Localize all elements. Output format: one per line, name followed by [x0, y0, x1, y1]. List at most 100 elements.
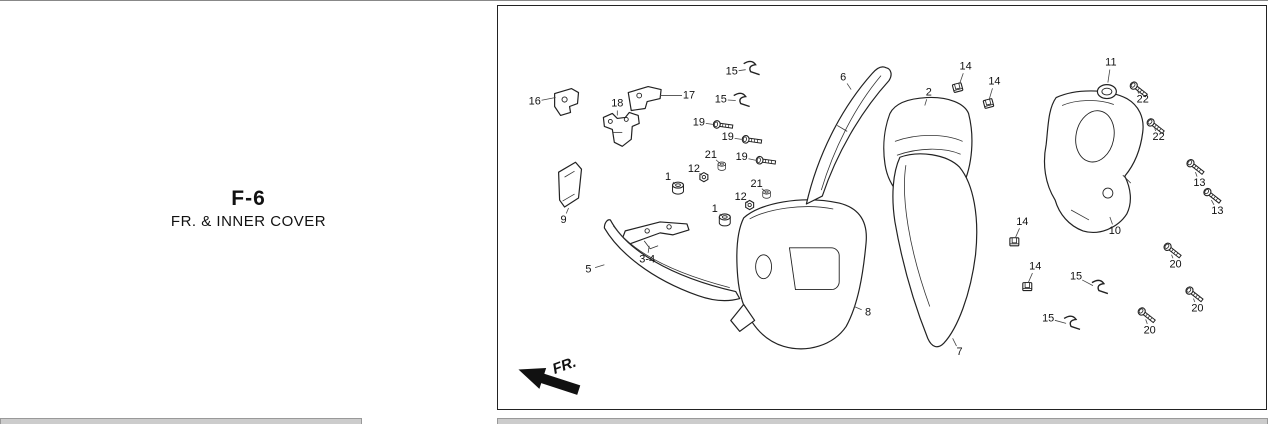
callout-leader-line: [1195, 172, 1198, 177]
callout-leader-line: [1145, 319, 1148, 324]
part-1-grommet-shape: [718, 213, 731, 227]
callout-leader-line: [748, 158, 756, 161]
callout-leader-line: [846, 83, 852, 90]
part-15-clip-shape: [742, 60, 761, 76]
callout-leader-line: [647, 245, 650, 253]
part-7-cover-shape: [892, 153, 978, 348]
callout-leader-line: [989, 88, 993, 99]
callout-leader-line: [1107, 69, 1111, 83]
part-callout-15: 15: [1042, 312, 1054, 324]
callout-leader-line: [727, 99, 736, 101]
part-callout-19: 19: [722, 131, 734, 143]
part-callout-6: 6: [840, 72, 846, 84]
callout-leader-line: [1137, 91, 1140, 94]
callout-leader-line: [699, 173, 703, 176]
callout-leader-line: [959, 73, 964, 84]
part-14-clip-shape: [1009, 237, 1020, 247]
figure-title: FR. & INNER COVER: [170, 213, 327, 230]
callout-leader-lines: [541, 69, 1215, 347]
part-callout-17: 17: [683, 89, 695, 101]
title-panel: F-6 FR. & INNER COVER: [0, 1, 497, 415]
part-callout-20: 20: [1144, 324, 1156, 336]
part-callout-20: 20: [1191, 302, 1203, 314]
part-callout-12: 12: [688, 163, 700, 175]
part-18-bracket-shape: [602, 111, 640, 147]
part-callout-9: 9: [561, 214, 567, 226]
part-16-bracket-shape: [554, 87, 580, 117]
bottom-table-edge-right: [497, 418, 1268, 424]
part-callout-20: 20: [1169, 259, 1181, 271]
part-callout-15: 15: [1070, 271, 1082, 283]
callout-leader-line: [672, 181, 676, 185]
part-callout-11: 11: [1105, 57, 1116, 69]
part-9-bracket-shape: [558, 161, 583, 208]
part-14-clip-shape: [982, 97, 995, 110]
part-12-nut-shape: [745, 199, 755, 211]
part-11-cap-shape: [1096, 84, 1117, 100]
callout-leader-line: [738, 69, 746, 72]
part-1-grommet-shape: [671, 181, 685, 195]
part-19-screw-shape: [755, 155, 777, 167]
callout-leader-line: [719, 213, 723, 217]
part-callout-14: 14: [1029, 261, 1041, 273]
part-callout-3-4: 3-4: [639, 254, 655, 266]
callout-leader-line: [1154, 128, 1157, 132]
part-21-grommet-shape: [717, 161, 727, 171]
callout-leader-line: [924, 99, 928, 106]
callout-leader-line: [952, 338, 957, 347]
part-callout-1: 1: [712, 203, 718, 215]
bottom-table-edge-left: [0, 418, 362, 424]
top-divider: [0, 0, 1268, 1]
part-callout-1: 1: [665, 171, 671, 183]
part-callout-18: 18: [611, 97, 623, 109]
part-10-inner-cover-shape: [1043, 90, 1144, 233]
callout-leader-line: [1082, 279, 1094, 286]
part-callout-19: 19: [736, 151, 748, 163]
part-6-cover-shape: [805, 66, 892, 205]
figure-code: F-6: [231, 187, 266, 210]
part-8-inner-panel-shape: [730, 199, 867, 350]
part-21-grommet-shape: [762, 189, 771, 199]
part-12-nut-shape: [699, 172, 709, 183]
part-callout-13: 13: [1211, 205, 1223, 217]
part-17-bracket-shape: [627, 86, 662, 112]
callout-leader-line: [565, 207, 569, 214]
callout-leader-line: [715, 159, 721, 164]
part-callout-13: 13: [1193, 177, 1205, 189]
callout-leader-line: [734, 137, 742, 140]
part-19-screw-shape: [712, 119, 734, 131]
fr-label: FR.: [550, 354, 578, 378]
part-14-clip-shape: [951, 82, 964, 94]
fr-direction-arrow: FR.: [518, 354, 581, 395]
part-callout-14: 14: [988, 76, 1000, 88]
part-callout-2: 2: [926, 86, 932, 98]
part-callout-14: 14: [959, 61, 971, 73]
callout-leader-line: [705, 123, 713, 125]
part-callout-21: 21: [751, 178, 763, 190]
callout-leader-line: [1027, 272, 1033, 283]
part-15-clip-shape: [1063, 315, 1081, 331]
part-callout-15: 15: [726, 66, 738, 78]
exploded-view-drawing: FR. 16181715151919192112121121953-462141…: [518, 57, 1223, 395]
part-19-screw-shape: [741, 134, 763, 146]
part-callout-16: 16: [529, 95, 541, 107]
part-5-cover-shape: [603, 219, 741, 302]
part-13-screw-shape: [1184, 157, 1206, 177]
callout-leader-line: [541, 97, 556, 101]
part-14-clip-shape: [1022, 282, 1033, 292]
part-15-clip-shape: [733, 92, 751, 108]
callout-leader-line: [745, 201, 748, 204]
part-callout-5: 5: [585, 264, 591, 276]
part-callout-15: 15: [715, 93, 727, 105]
callout-leader-line: [1109, 216, 1113, 225]
callout-leader-line: [594, 264, 605, 268]
part-callout-10: 10: [1109, 225, 1121, 237]
part-callout-12: 12: [735, 191, 747, 203]
part-15-clip-shape: [1091, 279, 1109, 295]
callout-leader-line: [1054, 319, 1067, 324]
callout-leader-line: [853, 306, 862, 311]
callout-leader-line: [1014, 228, 1020, 239]
part-callout-21: 21: [705, 149, 717, 161]
